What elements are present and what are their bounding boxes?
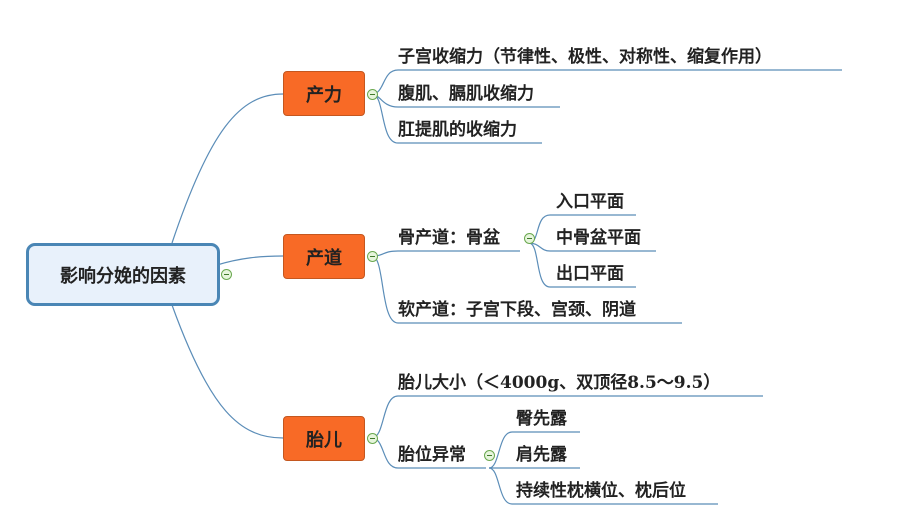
topic-abdominal-muscle[interactable]: 腹肌、膈肌收缩力 [398, 84, 534, 104]
topic-shoulder[interactable]: 肩先露 [516, 445, 567, 465]
topic-levator-ani[interactable]: 肛提肌的收缩力 [398, 120, 517, 140]
topic-malposition[interactable]: 胎位异常 [398, 445, 466, 465]
topic-fetal-size[interactable]: 胎儿大小（＜4000g、双顶径8.5～9.5） [398, 373, 721, 393]
node-chanli[interactable]: 产力 [283, 71, 365, 116]
collapse-icon[interactable] [367, 433, 378, 444]
node-label: 胎儿 [306, 429, 342, 451]
collapse-icon[interactable] [524, 233, 535, 244]
collapse-icon[interactable] [484, 450, 495, 461]
root-label: 影响分娩的因素 [60, 265, 186, 287]
topic-breech[interactable]: 臀先露 [516, 409, 567, 429]
collapse-icon[interactable] [367, 251, 378, 262]
node-label: 产力 [306, 84, 342, 106]
collapse-icon[interactable] [221, 269, 232, 280]
topic-mid-plane[interactable]: 中骨盆平面 [556, 228, 641, 248]
topic-bony-canal[interactable]: 骨产道：骨盆 [398, 228, 500, 248]
topic-uterine-contraction[interactable]: 子宫收缩力（节律性、极性、对称性、缩复作用） [398, 47, 772, 67]
topic-occiput[interactable]: 持续性枕横位、枕后位 [516, 481, 686, 501]
node-chandao[interactable]: 产道 [283, 234, 365, 279]
collapse-icon[interactable] [367, 89, 378, 100]
topic-outlet-plane[interactable]: 出口平面 [556, 264, 624, 284]
topic-inlet-plane[interactable]: 入口平面 [556, 192, 624, 212]
node-taier[interactable]: 胎儿 [283, 416, 365, 461]
root-node[interactable]: 影响分娩的因素 [26, 243, 220, 306]
topic-soft-canal[interactable]: 软产道：子宫下段、宫颈、阴道 [398, 300, 636, 320]
node-label: 产道 [306, 247, 342, 269]
